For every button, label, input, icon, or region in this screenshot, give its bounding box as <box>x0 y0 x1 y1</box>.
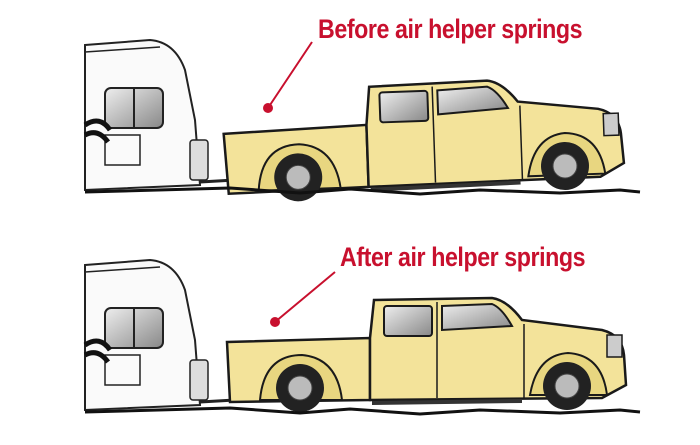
callout-line-after <box>274 271 336 323</box>
pickup-truck-level <box>225 296 628 414</box>
after-panel <box>84 260 641 416</box>
callout-dot-after <box>270 317 280 327</box>
camper-trailer-before <box>85 40 235 190</box>
ground-line <box>84 406 641 416</box>
callout-line-before <box>267 41 313 109</box>
camper-trailer-after <box>85 260 235 410</box>
before-panel <box>84 40 641 204</box>
after-label: After air helper springs <box>340 242 586 272</box>
ground-line <box>84 186 641 196</box>
callout-dot-before <box>263 103 273 113</box>
before-label: Before air helper springs <box>318 14 583 44</box>
pickup-truck-sagging <box>222 76 625 204</box>
